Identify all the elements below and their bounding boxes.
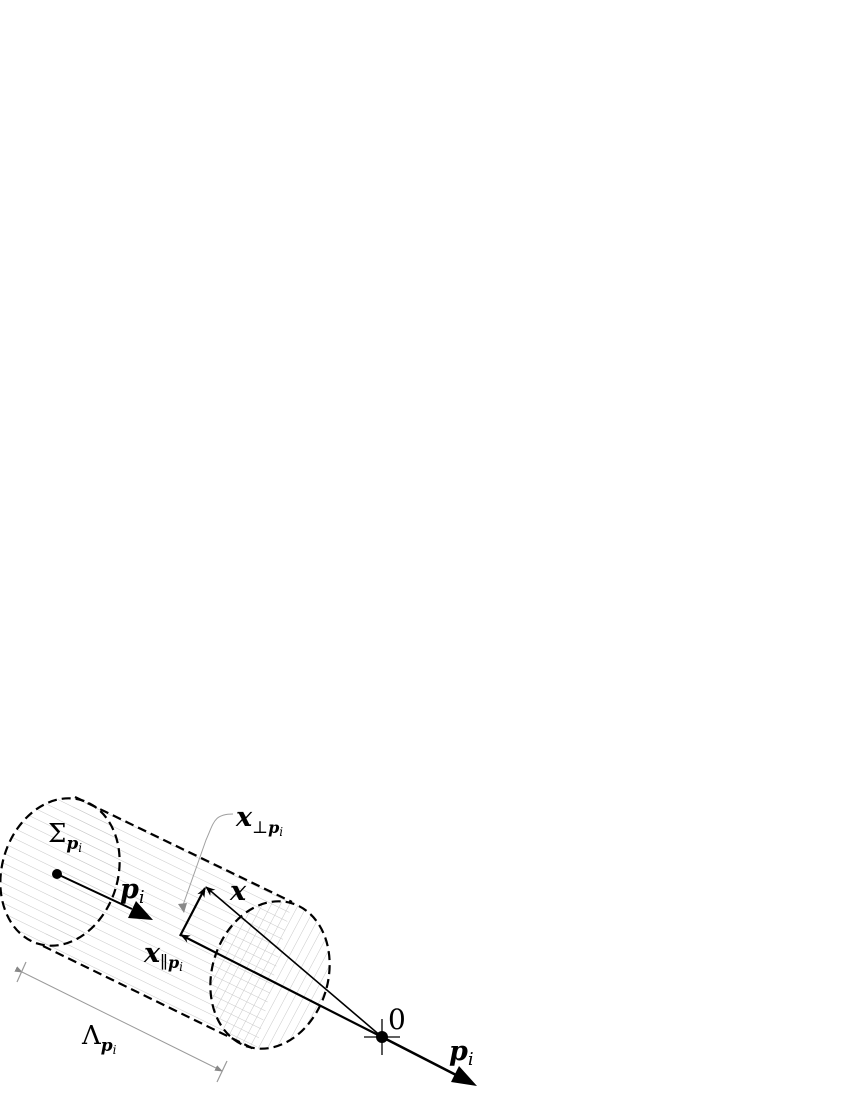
parallel-component-label: x∥pi xyxy=(143,938,183,974)
perp-component-label: x⊥pi xyxy=(235,802,283,839)
cylinder-top-edge xyxy=(74,796,293,903)
origin-dot xyxy=(376,1031,388,1043)
position-vector xyxy=(205,886,383,1038)
length-dimension-tick-left xyxy=(16,961,27,983)
length-dimension-line xyxy=(14,966,223,1072)
axis-vector-label: pi xyxy=(120,874,145,908)
axis-vector-arrowhead xyxy=(128,901,153,920)
position-vector-label: x xyxy=(229,876,247,907)
perpendicular-component-vector xyxy=(179,887,206,937)
perp-label-leader xyxy=(181,813,234,909)
origin-label: 0 xyxy=(388,1003,406,1036)
parallel-component-vector xyxy=(180,934,383,1038)
perp-label-leader-arrow xyxy=(178,903,187,913)
sigma-label: Σpi xyxy=(48,819,82,855)
length-dimension-tick-right xyxy=(216,1060,228,1083)
axis-vector-line xyxy=(56,873,133,910)
direction-vector-arrowhead xyxy=(451,1066,477,1086)
direction-vector-label: pi xyxy=(449,1036,474,1070)
length-label: Λpi xyxy=(81,1021,117,1057)
direction-vector-line xyxy=(381,1035,459,1078)
